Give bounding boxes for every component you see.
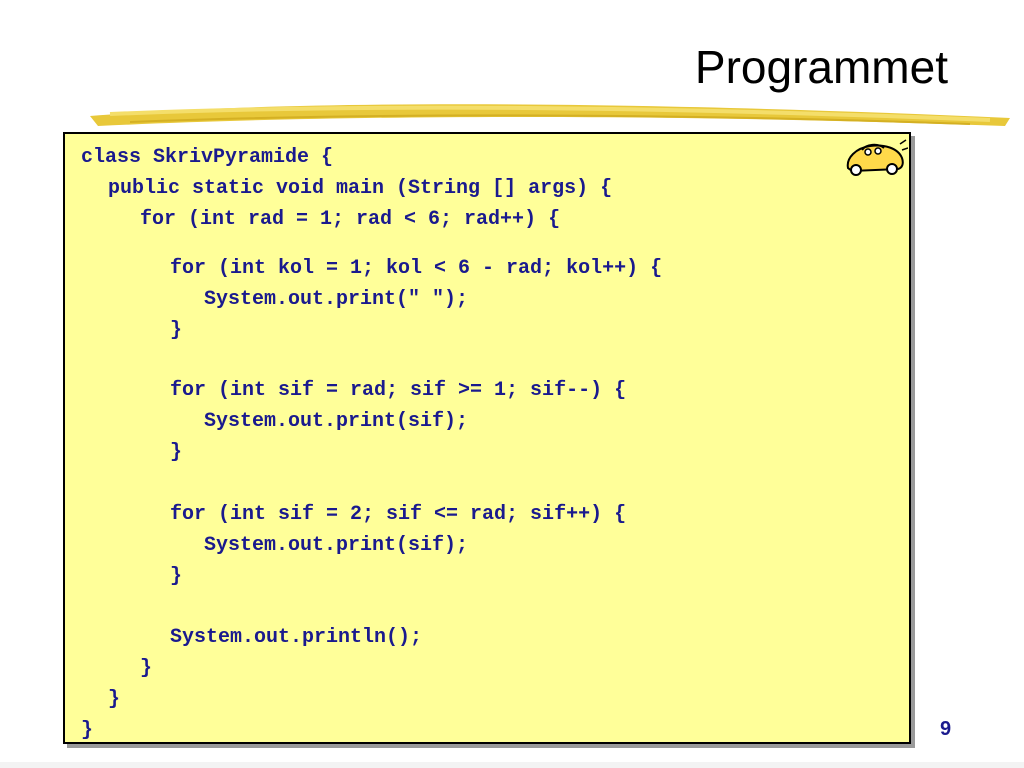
code-line: System.out.print(" "); — [204, 288, 469, 311]
slide-title: Programmet — [694, 41, 948, 93]
title-underline-stroke — [90, 104, 1010, 126]
code-line: System.out.print(sif); — [204, 410, 469, 433]
code-line: } — [170, 319, 183, 342]
code-line: for (int sif = rad; sif >= 1; sif--) { — [170, 379, 627, 402]
code-box — [63, 132, 911, 744]
page-number: 9 — [940, 718, 952, 740]
code-line: } — [108, 688, 121, 711]
code-line: class SkrivPyramide { — [81, 146, 334, 169]
cartoon-car-icon — [846, 139, 908, 176]
code-line: for (int sif = 2; sif <= rad; sif++) { — [170, 503, 627, 526]
code-line: } — [170, 441, 183, 464]
code-line: } — [140, 657, 153, 680]
code-line: public static void main (String [] args)… — [108, 177, 613, 200]
code-line: for (int kol = 1; kol < 6 - rad; kol++) … — [170, 257, 663, 280]
code-line: for (int rad = 1; rad < 6; rad++) { — [140, 208, 561, 231]
code-line: System.out.println(); — [170, 626, 423, 649]
footer-bar — [0, 762, 1024, 768]
code-line: System.out.print(sif); — [204, 534, 469, 557]
code-line: } — [81, 719, 94, 742]
code-line: } — [170, 565, 183, 588]
